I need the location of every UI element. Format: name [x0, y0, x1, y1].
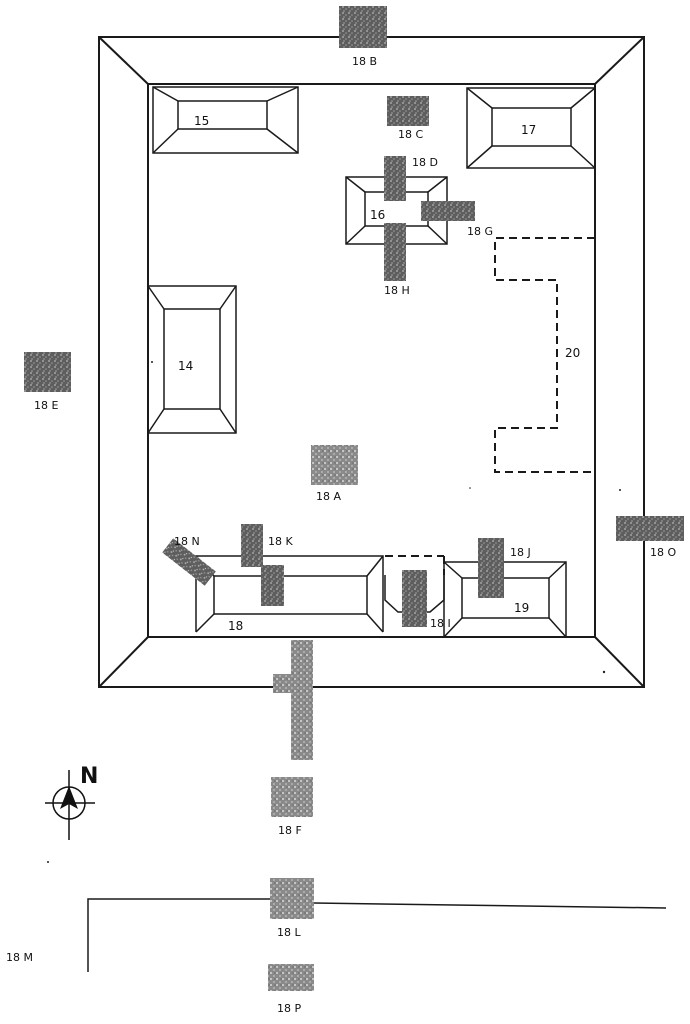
outer-wall-18m: 18 M	[6, 898, 667, 972]
building-18-label: 18	[228, 619, 243, 633]
trench-south-entrance-side	[273, 674, 293, 693]
trench-18b-label: 18 B	[352, 55, 377, 68]
trench-18l	[270, 878, 314, 919]
building-16-label: 16	[370, 208, 385, 222]
trench-18p-label: 18 P	[277, 1002, 301, 1015]
trench-18j	[478, 538, 504, 598]
trench-18k-label: 18 K	[268, 535, 293, 548]
trench-18p	[268, 964, 314, 991]
north-label: N	[80, 764, 98, 789]
building-17-label: 17	[521, 123, 536, 137]
trench-18o-label: 18 O	[650, 546, 676, 559]
trench-18b	[339, 6, 387, 48]
building-17: 17	[466, 87, 596, 169]
building-19: 19	[443, 561, 567, 638]
trench-18e-label: 18 E	[34, 399, 58, 412]
trench-18g-label: 18 G	[467, 225, 493, 238]
trench-18a	[311, 445, 358, 485]
trench-18c	[387, 96, 429, 126]
building-19-label: 19	[514, 601, 529, 615]
building-18: 18	[195, 555, 384, 633]
outer-wall-18m-label: 18 M	[6, 951, 33, 964]
structure-20-label: 20	[565, 346, 580, 360]
trench-18k	[241, 524, 263, 567]
trench-18d-label: 18 D	[412, 156, 438, 169]
north-arrow-icon: N	[45, 764, 98, 840]
trench-18a-label: 18 A	[316, 490, 341, 503]
trench-south-entrance	[291, 640, 313, 760]
trench-18l-label: 18 L	[277, 926, 301, 939]
building-14: 14	[147, 285, 237, 434]
trench-18h	[384, 223, 406, 281]
building-14-label: 14	[178, 359, 193, 373]
trench-18c-label: 18 C	[398, 128, 423, 141]
trench-18f	[271, 777, 313, 817]
trench-18h-label: 18 H	[384, 284, 410, 297]
trench-18n	[162, 538, 216, 586]
excavations: 18 B 18 C 18 D 18 G 18 H 18 E 18 A 18 O …	[24, 6, 684, 1015]
trench-18i-label: 18 I	[430, 617, 451, 630]
trench-18g	[421, 201, 475, 221]
trench-18f-label: 18 F	[278, 824, 302, 837]
trench-18j-label: 18 J	[510, 546, 531, 559]
building-15-label: 15	[194, 114, 209, 128]
structure-20: 20	[494, 237, 595, 473]
building-15: 15	[152, 86, 299, 154]
trench-18o	[616, 516, 684, 541]
trench-18n-label: 18 N	[174, 535, 200, 548]
trench-18i	[402, 570, 427, 627]
scan-specks	[47, 361, 621, 863]
trench-18d	[384, 156, 406, 201]
trench-18e	[24, 352, 71, 392]
trench-18k-south	[261, 565, 284, 606]
